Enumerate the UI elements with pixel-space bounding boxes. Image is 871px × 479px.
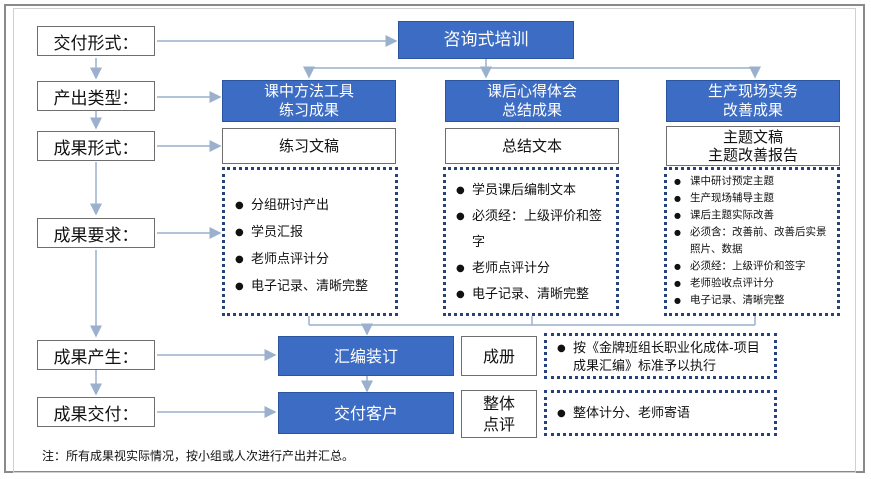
booklet-box: 成册 — [461, 336, 537, 376]
label-result-delivery: 成果交付： — [37, 397, 155, 427]
requirements-box-1: 分组研讨产出 学员汇报 老师点评计分 电子记录、清晰完整 — [222, 167, 398, 316]
booklet-label: 成册 — [482, 346, 515, 366]
requirement-item: 必须经：上级评价和签字 — [454, 204, 606, 256]
requirements-box-3: 课中研讨预定主题 生产现场辅导主题 课后主题实际改善 必须含：改善前、改善后实景… — [664, 167, 840, 316]
label-output-type: 产出类型： — [37, 81, 155, 111]
requirement-item: 分组研讨产出 — [233, 192, 395, 219]
label-result-form: 成果形式： — [37, 131, 155, 161]
consulting-training-label: 咨询式培训 — [443, 29, 529, 50]
delivery-note-box: 整体计分、老师寄语 — [544, 390, 777, 436]
requirement-item: 必须经：上级评价和签字 — [672, 258, 833, 275]
requirement-item: 电子记录、清晰完整 — [454, 282, 606, 308]
label-result-requirements: 成果要求： — [37, 218, 155, 248]
deliver-client-label: 交付客户 — [333, 403, 398, 423]
result-form-1-text: 练习文稿 — [278, 136, 339, 155]
consulting-training-box: 咨询式培训 — [398, 21, 574, 59]
requirement-item: 老师点评计分 — [233, 246, 395, 273]
requirement-item: 老师验收点评计分 — [672, 275, 833, 292]
result-form-3-line2: 主题改善报告 — [707, 146, 798, 164]
output-type-box-3: 生产现场实务 改善成果 — [666, 80, 840, 122]
compile-bind-box: 汇编装订 — [278, 336, 454, 376]
delivery-note: 整体计分、老师寄语 — [555, 405, 768, 423]
overall-review-line2: 点评 — [482, 415, 515, 434]
requirement-item: 生产现场辅导主题 — [672, 190, 833, 207]
output-type-2-line1: 课后心得体会 — [486, 82, 577, 100]
result-form-2-text: 总结文本 — [501, 136, 562, 155]
requirement-item: 必须含：改善前、改善后实景照片、数据 — [672, 224, 833, 258]
footnote: 注：所有成果视实际情况，按小组或人次进行产出并汇总。 — [42, 449, 355, 463]
output-type-box-2: 课后心得体会 总结成果 — [445, 80, 619, 122]
result-form-3-line1: 主题文稿 — [722, 128, 783, 146]
label-result-generation: 成果产生： — [37, 340, 155, 370]
overall-review-line1: 整体 — [482, 394, 515, 413]
requirement-item: 老师点评计分 — [454, 256, 606, 282]
requirements-box-2: 学员课后编制文本 必须经：上级评价和签字 老师点评计分 电子记录、清晰完整 — [443, 167, 619, 316]
requirement-item: 学员课后编制文本 — [454, 178, 606, 204]
output-type-1-line2: 练习成果 — [278, 101, 339, 119]
output-type-2-line2: 总结成果 — [501, 101, 562, 119]
result-form-box-2: 总结文本 — [445, 128, 619, 164]
label-delivery-form: 交付形式： — [37, 26, 155, 56]
requirement-item: 电子记录、清晰完整 — [672, 292, 833, 309]
requirement-item: 课后主题实际改善 — [672, 207, 833, 224]
overall-review-box: 整体 点评 — [461, 390, 537, 438]
output-type-1-line1: 课中方法工具 — [263, 82, 354, 100]
requirement-item: 电子记录、清晰完整 — [233, 273, 395, 300]
inner-frame — [13, 8, 856, 473]
deliver-client-box: 交付客户 — [278, 392, 454, 434]
output-type-box-1: 课中方法工具 练习成果 — [222, 80, 396, 122]
output-type-3-line1: 生产现场实务 — [707, 82, 798, 100]
result-form-box-3: 主题文稿 主题改善报告 — [666, 126, 840, 166]
generation-note: 按《金牌班组长职业化成体-项目成果汇编》标准予以执行 — [555, 340, 768, 376]
generation-note-box: 按《金牌班组长职业化成体-项目成果汇编》标准予以执行 — [544, 333, 777, 379]
requirement-item: 课中研讨预定主题 — [672, 173, 833, 190]
compile-bind-label: 汇编装订 — [333, 346, 398, 366]
result-form-box-1: 练习文稿 — [222, 128, 396, 164]
output-type-3-line2: 改善成果 — [722, 101, 783, 119]
requirement-item: 学员汇报 — [233, 219, 395, 246]
